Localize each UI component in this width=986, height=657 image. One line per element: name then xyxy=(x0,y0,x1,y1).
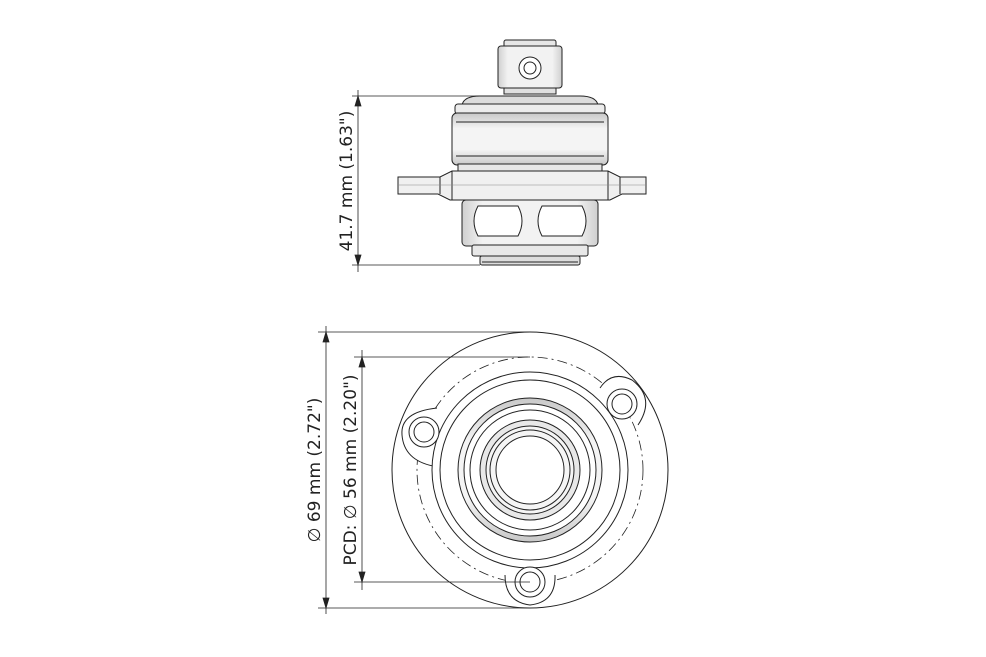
height-dimension-label: 41.7 mm (1.63") xyxy=(337,111,357,252)
center-bore xyxy=(495,435,565,505)
pcd-dimension xyxy=(354,350,530,590)
bolt-holes xyxy=(408,388,638,598)
flange xyxy=(397,170,647,201)
top-view xyxy=(391,331,669,609)
height-dimension xyxy=(352,90,500,272)
top-connector xyxy=(497,39,563,95)
pcd-dimension-label: PCD: ∅ 56 mm (2.20") xyxy=(341,374,361,565)
lower-body xyxy=(461,199,599,266)
diameter-dimension-label: ∅ 69 mm (2.72") xyxy=(305,398,325,543)
pcd-circle xyxy=(416,356,644,584)
side-view xyxy=(397,39,647,266)
upper-cap xyxy=(451,95,609,179)
diameter-dimension xyxy=(318,326,530,614)
